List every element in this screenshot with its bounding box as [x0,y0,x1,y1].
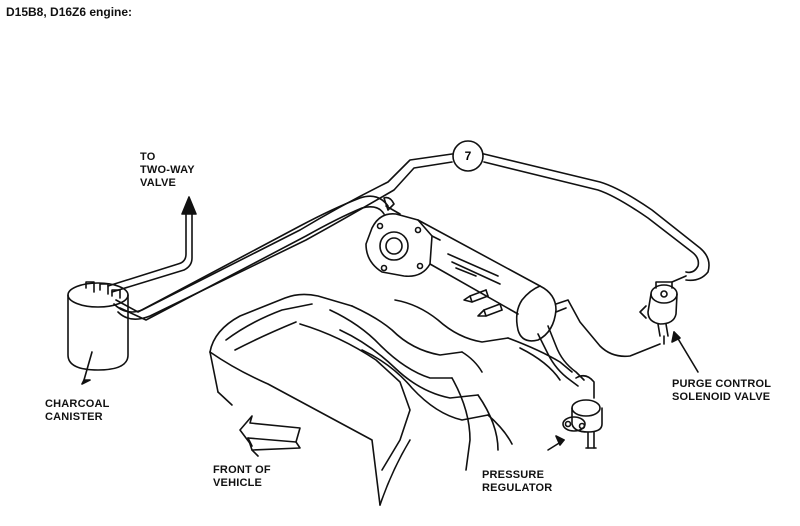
front-of-vehicle-arrow [239,415,301,457]
label-pressure-regulator: PRESSURE REGULATOR [482,469,553,494]
purge-control-solenoid-valve [639,281,678,345]
up-arrow [181,196,197,215]
pressure-regulator [562,374,603,449]
plenum-studs [463,289,503,317]
label-purge-control-solenoid-valve: PURGE CONTROL SOLENOID VALVE [672,378,772,403]
label-front-of-vehicle: FRONT OF VEHICLE [213,464,271,489]
throttle-body [365,196,557,342]
hose-to-pressure-regulator [537,325,585,387]
leader-lines [81,331,699,451]
label-charcoal-canister: CHARCOAL CANISTER [45,398,110,423]
hose-plenum-to-purge-valve [555,299,661,358]
charcoal-canister [67,281,129,371]
callout-circle [452,140,484,172]
intake-runners [329,299,573,471]
callout-number: 7 [465,149,472,163]
hose-to-two-way-valve [107,211,193,293]
label-to-two-way-valve: TO TWO-WAY VALVE [140,151,195,189]
hose-canister-to-throttle-body [115,195,389,321]
engine-block [209,293,411,506]
hose-canister-to-purge-valve [113,153,710,320]
engine-title: D15B8, D16Z6 engine: [6,5,133,19]
